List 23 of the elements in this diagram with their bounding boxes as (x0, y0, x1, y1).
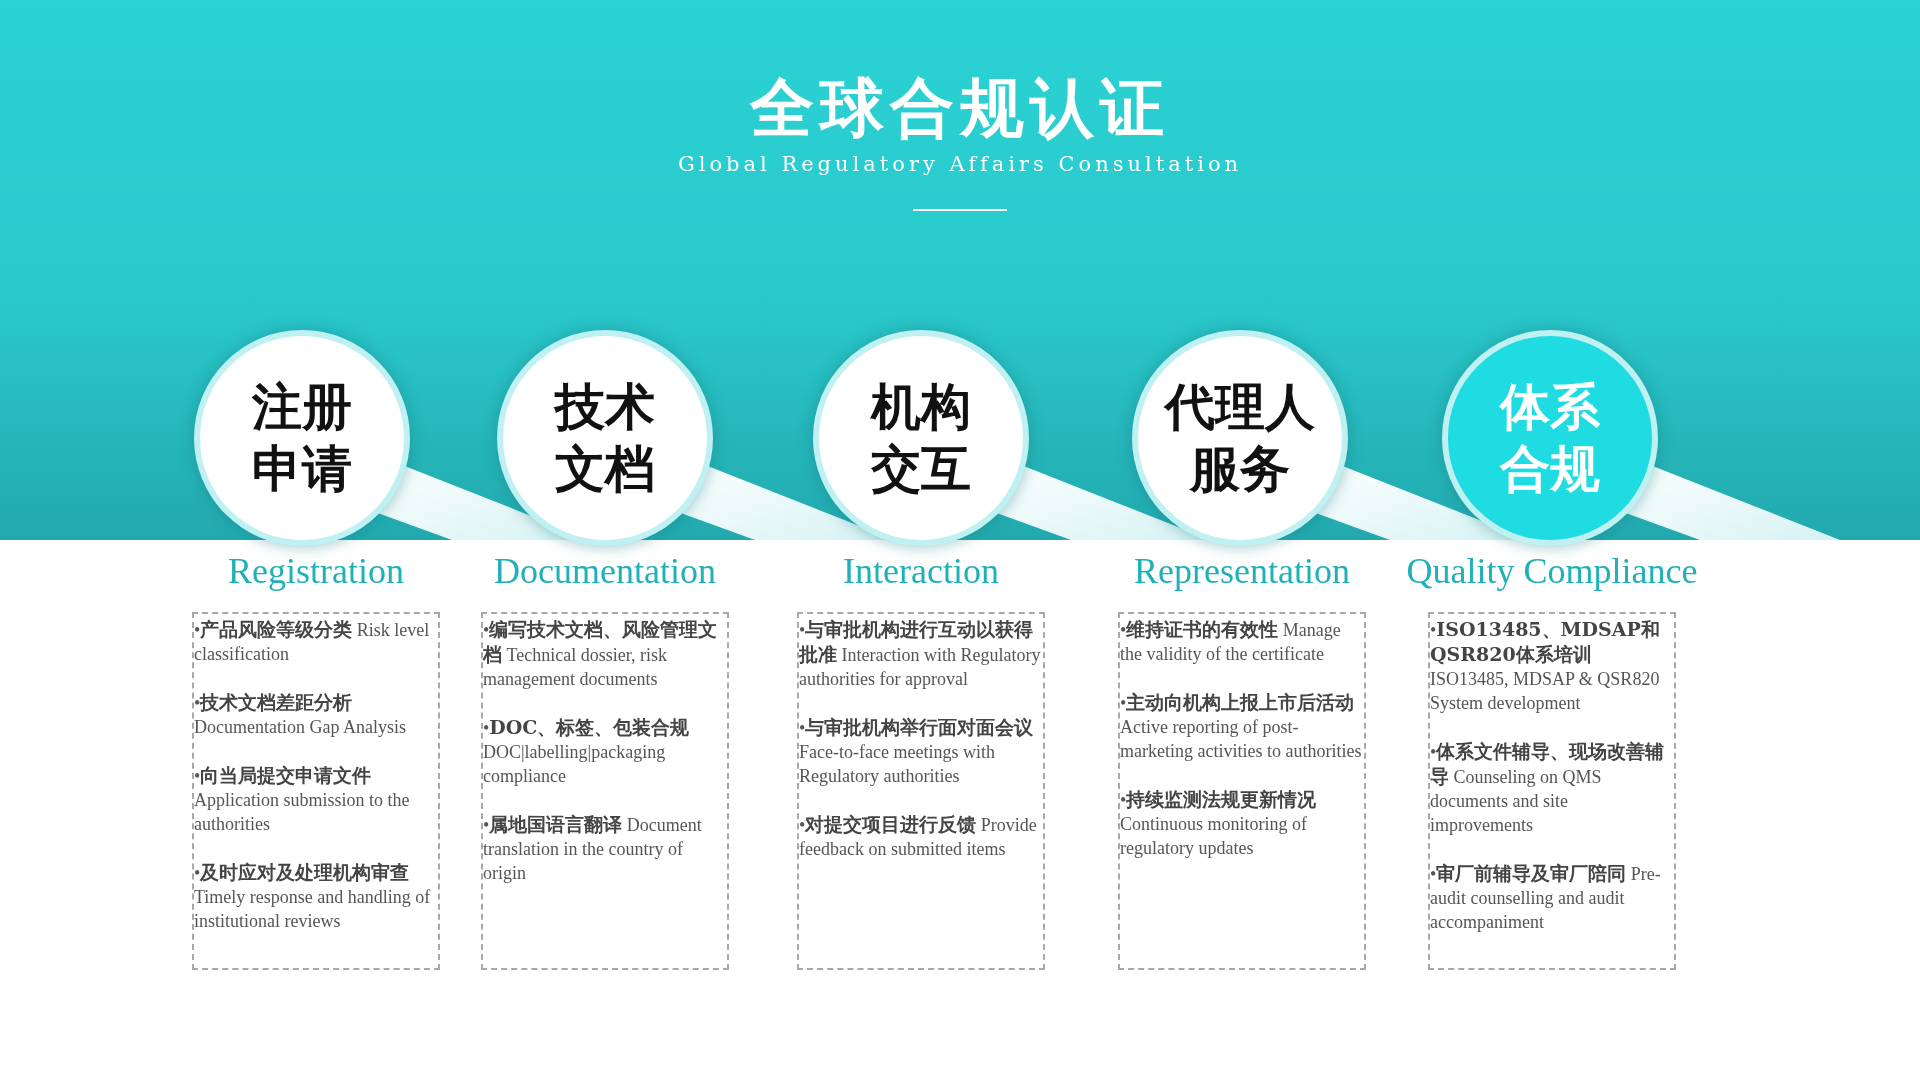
category-heading: Representation (1133, 550, 1351, 592)
category-heading: Interaction (842, 550, 1000, 592)
bullet-item: •与审批机构进行互动以获得批准 Interaction with Regulatory authorities for approval (799, 617, 1042, 691)
bullet-item: •DOC、标签、包装合规 DOC|labelling|packaging compliance (483, 715, 691, 788)
bullet-item: •维持证书的有效性 Manage the validity of the certificate (1120, 617, 1342, 666)
bullet-item: •ISO13485、MDSAP和QSR820体系培训 ISO13485, MDSAP & QSR820 System development (1430, 617, 1661, 715)
category-heading: Quality Compliance (1405, 550, 1699, 592)
category-heading: Documentation (493, 550, 717, 592)
subtitle: Global Regulatory Affairs Consultation (676, 151, 1244, 178)
title: 全球合规认证 (748, 69, 1171, 147)
bullet-item: •产品风险等级分类 Risk level classification (194, 617, 431, 666)
bullet-item: •及时应对及处理机构审查 Timely response and handling of institutional reviews (194, 860, 432, 933)
bullet-item: •编写技术文档、风险管理文档 Technical dossier, risk management documents (483, 617, 719, 691)
bullet-item: •主动向机构上报上市后活动 Active reporting of post-marketing activities to authorities (1120, 690, 1363, 763)
bullet-item: •审厂前辅导及审厂陪同 Pre-audit counselling and audit accompaniment (1430, 861, 1662, 934)
category-heading: Registration (227, 550, 405, 592)
bullet-item: •技术文档差距分析 Documentation Gap Analysis (194, 690, 407, 739)
bullet-item: •属地国语言翻译 Document translation in the country of origin (483, 812, 703, 885)
bullet-item: •持续监测法规更新情况 Continuous monitoring of regulatory updates (1120, 787, 1318, 860)
bullet-item: •对提交项目进行反馈 Provide feedback on submitted items (799, 812, 1038, 861)
bullet-item: •与审批机构举行面对面会议 Face-to-face meetings with Regulatory authorities (799, 715, 1035, 788)
bullet-item: •向当局提交申请文件 Application submission to the authorities (194, 763, 411, 836)
bullet-item: •体系文件辅导、现场改善辅导 Counseling on QMS documents and site improvements (1430, 739, 1666, 837)
